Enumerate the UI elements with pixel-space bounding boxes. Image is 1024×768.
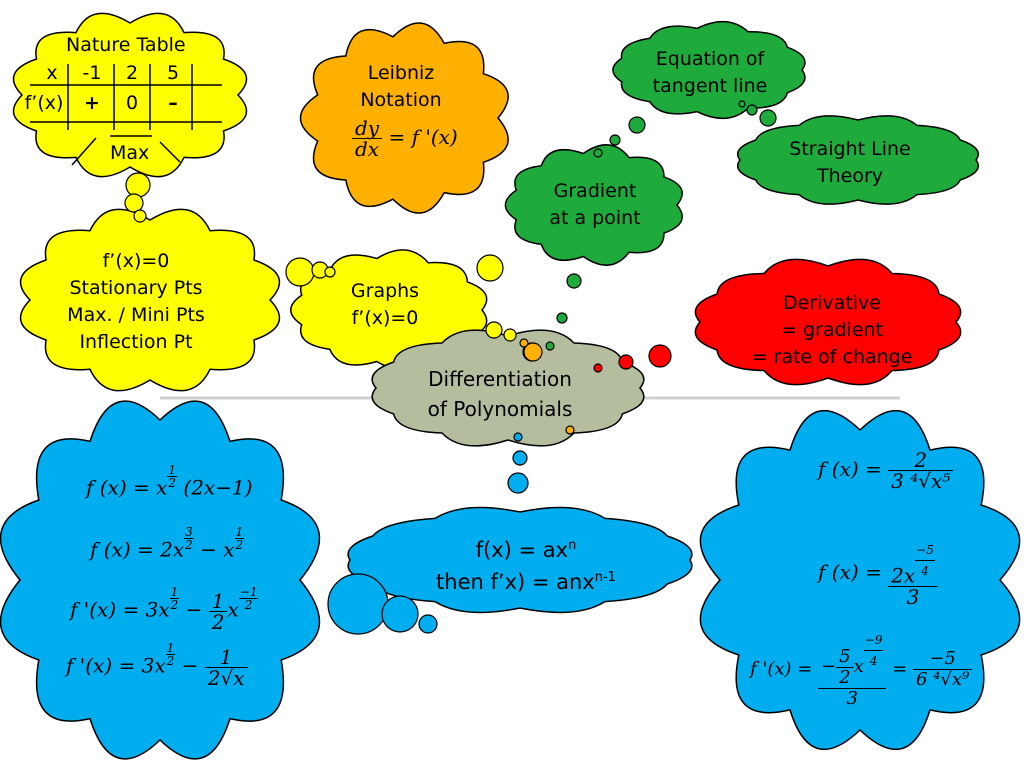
thought-bubble	[519, 338, 529, 348]
straight-line-cloud	[736, 115, 980, 205]
thought-bubble	[507, 472, 529, 494]
central-topic-cloud	[371, 329, 645, 447]
thought-bubble	[545, 341, 555, 351]
thought-bubble	[628, 116, 646, 134]
nature-table-cloud	[12, 12, 248, 178]
nature-table-cell: 0	[125, 92, 139, 114]
nature-table-title: Nature Table	[66, 34, 186, 56]
nature-table-x-header: x	[46, 62, 58, 84]
thought-bubble	[738, 100, 746, 108]
thought-bubble	[503, 328, 517, 342]
nature-table-cell: 2	[125, 62, 139, 84]
thought-bubble	[324, 266, 336, 278]
thought-bubble	[746, 104, 758, 116]
power-rule-cloud	[347, 506, 693, 614]
thought-bubble	[648, 344, 672, 368]
nature-table-cell: –	[168, 92, 178, 114]
thought-bubble	[418, 614, 438, 634]
thought-bubble	[124, 193, 144, 213]
thought-bubble	[618, 354, 634, 370]
thought-bubble	[593, 363, 603, 373]
thought-bubble	[565, 425, 575, 435]
derivative-cloud	[694, 258, 962, 386]
thought-bubble	[285, 257, 315, 287]
left-blue-cloud	[0, 400, 321, 760]
nature-table-cell: +	[84, 92, 100, 114]
thought-bubble	[556, 312, 568, 324]
stationary-points-cloud	[19, 208, 281, 392]
thought-bubble	[381, 595, 419, 633]
right-blue-cloud	[699, 410, 1021, 750]
nature-table-cell: 5	[166, 62, 180, 84]
thought-bubble	[512, 450, 528, 466]
thought-bubble	[566, 273, 582, 289]
divider-line	[71, 137, 97, 166]
thought-bubble	[523, 342, 543, 362]
thought-bubble	[133, 209, 147, 223]
nature-table-cell: -1	[82, 62, 102, 84]
derivative-label: Derivative= gradient= rate of change	[751, 292, 913, 368]
divider-line	[159, 141, 181, 163]
thought-bubble	[125, 172, 151, 198]
nature-table-max-label: Max	[110, 142, 150, 164]
thought-bubble	[513, 432, 523, 442]
power-rule-label: f(x) = axn then f’x) = anxn-1	[436, 538, 616, 594]
thought-bubble	[476, 254, 504, 282]
thought-bubble	[759, 109, 777, 127]
leibniz-cloud	[299, 22, 509, 214]
thought-bubble	[485, 321, 503, 339]
gradient-cloud	[504, 144, 683, 266]
thought-bubble	[609, 134, 621, 146]
nature-table-fx-header: f’(x)	[24, 92, 64, 114]
thought-bubble	[593, 148, 603, 158]
